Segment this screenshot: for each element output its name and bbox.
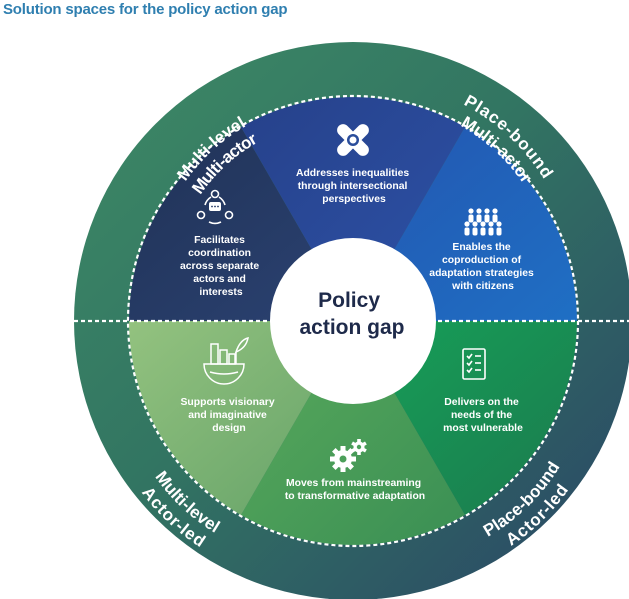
people-coordination-icon (196, 189, 234, 225)
page-title: Solution spaces for the policy action ga… (3, 1, 288, 18)
segment-text-vulnerable: Delivers on the needs of the most vulner… (443, 397, 523, 434)
segment-text-coproduction: Enables the coproduction of adaptation s… (429, 242, 536, 292)
joined-hands-icon (337, 124, 369, 156)
city-globe-icon (203, 336, 249, 385)
center-line-1: Policy (318, 289, 380, 312)
segment-transformative (241, 321, 465, 546)
group-of-people-icon (464, 208, 502, 236)
checklist-icon (462, 348, 486, 380)
segment-text-visionary: Supports visionary and imaginative desig… (180, 397, 277, 434)
center-line-2: action gap (299, 316, 404, 339)
segment-text-inequalities: Addresses inequalities through intersect… (296, 168, 412, 205)
center-circle (270, 238, 436, 404)
segment-text-coordination: Facilitates coordination across separate… (180, 235, 262, 298)
gears-icon (330, 439, 367, 472)
segment-inequalities (241, 96, 465, 322)
svg-text:Policy action gap: Policy action gap (299, 289, 404, 339)
segment-text-transformative: Moves from mainstreaming to transformati… (285, 478, 425, 502)
